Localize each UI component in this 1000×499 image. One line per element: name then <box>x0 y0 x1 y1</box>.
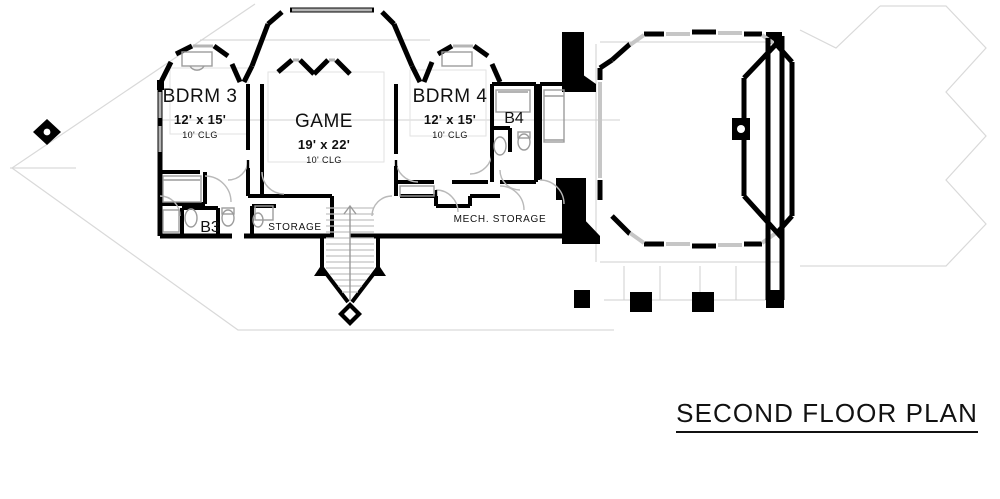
title-underline <box>676 431 978 433</box>
interior-walls-right <box>394 82 566 208</box>
bath-label-b3: B3 <box>200 219 220 236</box>
room-label-bdrm4: BDRM 4 <box>412 86 488 107</box>
window-glazing <box>158 8 473 152</box>
stair-direction-arrow <box>343 204 357 300</box>
roof-outline <box>10 3 987 331</box>
solid-wall-masses <box>157 32 784 312</box>
title-block: SECOND FLOOR PLAN <box>676 398 978 433</box>
page-title: SECOND FLOOR PLAN <box>676 398 978 428</box>
closet-label-storage: STORAGE <box>268 222 322 233</box>
octagon-open-below <box>597 29 795 249</box>
right-wing-walls <box>741 34 785 300</box>
door-leaves <box>246 152 494 206</box>
room-label-game: GAME <box>295 111 353 132</box>
room-dim-bdrm4: 12' x 15' <box>423 112 477 127</box>
room-clg-bdrm4: 10' CLG <box>432 130 468 140</box>
closet-label-mech-storage: MECH. STORAGE <box>453 214 547 225</box>
interior-guide-lines <box>200 38 781 301</box>
stair-run <box>314 204 386 326</box>
room-dim-game: 19' x 22' <box>297 137 351 152</box>
stair-newel <box>338 302 362 326</box>
room-clg-bdrm3: 10' CLG <box>182 130 218 140</box>
room-clg-game: 10' CLG <box>306 155 342 165</box>
room-label-bdrm3: BDRM 3 <box>162 86 238 107</box>
bath-label-b4: B4 <box>504 110 524 127</box>
fixtures <box>162 51 565 233</box>
room-dim-bdrm3: 12' x 15' <box>173 112 227 127</box>
octagon-window-bands <box>598 31 778 247</box>
roof-vent-marker <box>33 119 61 145</box>
